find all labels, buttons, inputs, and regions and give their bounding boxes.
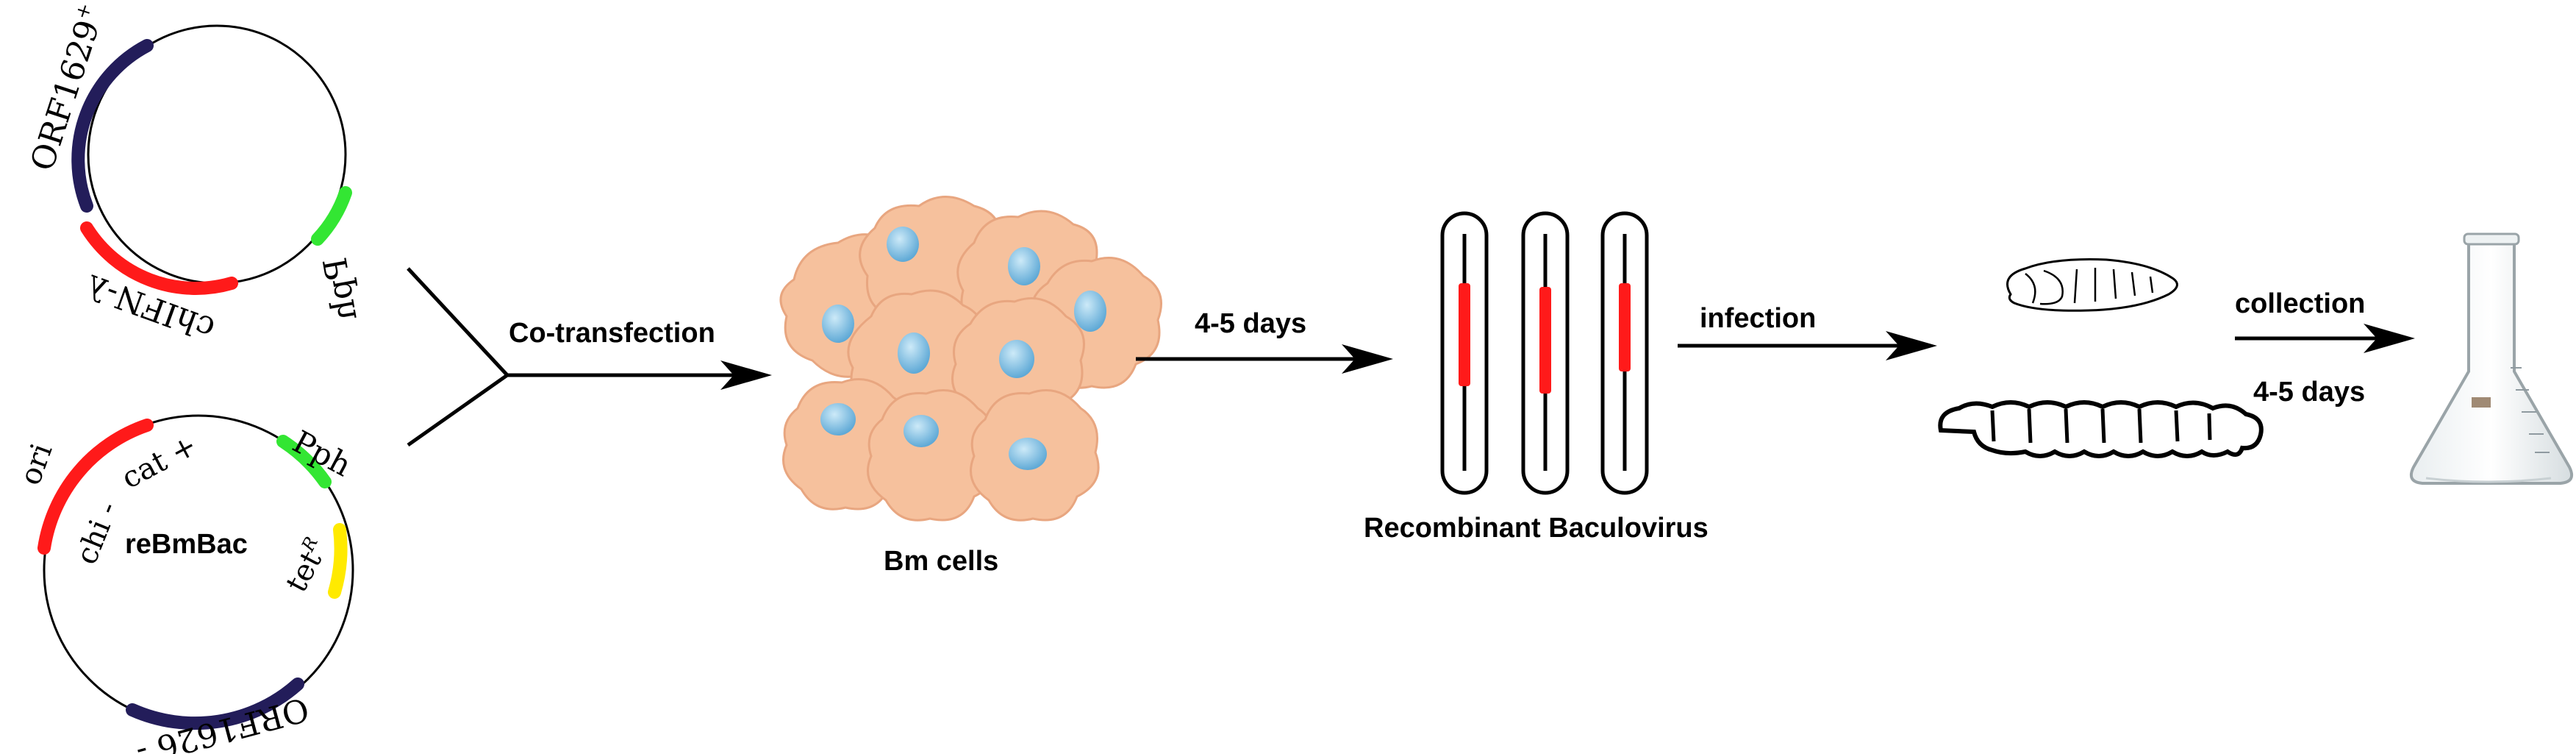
pupa-icon <box>2006 258 2178 312</box>
plasmid-top: ORF1629+ chIFN-λ Pph <box>24 0 365 347</box>
baculovirus-tubes: Recombinant Baculovirus <box>1364 211 1709 544</box>
erlenmeyer-flask-icon <box>2410 232 2573 485</box>
cotransfection-label: Co-transfection <box>509 318 715 349</box>
plasmid-bottom-orf-segment <box>126 677 304 730</box>
cotransfection-connector: Co-transfection <box>407 267 772 447</box>
recombinant-baculovirus-label: Recombinant Baculovirus <box>1364 513 1709 544</box>
plasmid-bottom: ori chi - cat + reBmBac Pph tetR ORF1626… <box>13 414 357 754</box>
plasmid-top-promoter-segment <box>311 186 352 246</box>
collection-days-label: 4-5 days <box>2253 377 2365 408</box>
virus-tube <box>1521 211 1570 495</box>
infection-label: infection <box>1700 303 1816 334</box>
virus-tube <box>1440 211 1489 495</box>
plasmid-bottom-chi-label: chi - <box>70 497 125 569</box>
collection-arrow-group: collection 4-5 days <box>2235 288 2415 408</box>
virus-tube <box>1600 211 1649 495</box>
silkworm-larva-icon <box>1938 400 2264 458</box>
plasmid-top-promoter-label: Pph <box>317 255 365 324</box>
infection-arrow-group: infection <box>1678 303 1937 360</box>
plasmid-bottom-promoter-segment <box>276 435 332 488</box>
incubation-arrow-group: 4-5 days <box>1136 308 1393 374</box>
plasmid-bottom-tet-label: tetR <box>278 533 334 598</box>
incubation-days-label: 4-5 days <box>1195 308 1306 339</box>
plasmid-top-insert-segment <box>80 221 238 295</box>
plasmid-top-orf-segment <box>71 39 154 213</box>
cell <box>867 389 997 522</box>
merge-line-bottom <box>407 373 509 447</box>
collection-label: collection <box>2235 288 2365 319</box>
plasmid-bottom-tet-segment <box>328 523 348 599</box>
bm-cells-cluster: Bm cells <box>779 196 1162 577</box>
bm-cells-label: Bm cells <box>884 546 998 577</box>
plasmid-bottom-ori-segment <box>37 419 154 555</box>
cell <box>970 389 1100 522</box>
merge-line-top <box>407 267 509 377</box>
plasmid-bottom-ori-label: ori <box>13 439 59 489</box>
plasmid-bottom-name-label: reBmBac <box>125 529 248 560</box>
